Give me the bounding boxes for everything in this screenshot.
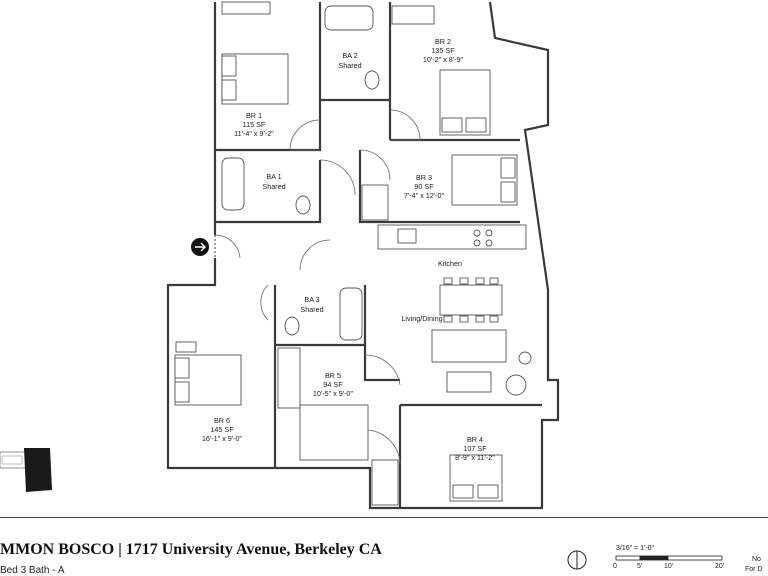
kitchen-label: Kitchen [438, 259, 462, 268]
bed-br2 [439, 69, 491, 136]
room-labels: BR 1 115 SF 11'-4" x 9'-2" BR 2 135 SF 1… [202, 37, 495, 462]
closets [175, 1, 435, 506]
unit-type: Bed 3 Bath - A [0, 565, 65, 576]
bathtub-ba3 [339, 287, 363, 341]
footer-divider [0, 517, 768, 518]
project-title: MMON BOSCO | 1717 University Avenue, Ber… [0, 541, 382, 558]
br4-area: 107 SF [463, 444, 487, 453]
ba1-sub: Shared [262, 182, 285, 191]
coffee-table [446, 371, 492, 393]
kitchen-counter [377, 224, 527, 250]
bathtub-ba2 [324, 5, 374, 31]
key-plan-icon [0, 448, 52, 492]
toilet-ba1 [295, 195, 311, 215]
br6-dims: 16'-1" x 9'-0" [202, 434, 243, 443]
br1-dims: 11'-4" x 9'-2" [234, 129, 274, 138]
br1-name: BR 1 [246, 111, 262, 120]
lounge-chair [505, 374, 527, 396]
toilet-ba2 [364, 70, 380, 90]
note-line-1: No [752, 556, 761, 563]
br2-area: 135 SF [431, 46, 455, 55]
entry-arrow-icon [191, 235, 216, 258]
scale-bar [615, 555, 723, 561]
br5-dims: 10'-5" x 9'-0" [313, 389, 354, 398]
bed-br4 [449, 454, 503, 502]
br5-name: BR 5 [325, 371, 341, 380]
scale-tick-5: 5' [637, 563, 643, 570]
br6-area: 145 SF [210, 425, 234, 434]
ba2-name: BA 2 [342, 51, 357, 60]
br3-dims: 7'-4" x 12'-0" [404, 191, 445, 200]
north-arrow-icon [567, 550, 587, 570]
br3-name: BR 3 [416, 173, 432, 182]
ba1-name: BA 1 [266, 172, 281, 181]
br6-name: BR 6 [214, 416, 230, 425]
dining-table [439, 277, 503, 323]
br3-area: 90 SF [414, 182, 434, 191]
scale-tick-10: 10' [664, 563, 674, 570]
bed-br1 [221, 53, 289, 105]
note-line-2: For D [745, 566, 763, 573]
bed-br5 [299, 404, 369, 461]
br5-area: 94 SF [323, 380, 343, 389]
toilet-ba3 [284, 316, 300, 336]
br2-name: BR 2 [435, 37, 451, 46]
bed-br6 [174, 354, 242, 406]
scale-tick-20: 20' [715, 563, 725, 570]
plant [518, 351, 532, 365]
sofa [431, 329, 507, 363]
bed-br3 [451, 154, 518, 206]
scale-label: 3/16" = 1'-0" [616, 545, 655, 552]
br4-name: BR 4 [467, 435, 483, 444]
interior-walls [215, 2, 542, 508]
scale-tick-0: 0 [613, 563, 617, 570]
living-dining-label: Living/Dining [401, 314, 442, 323]
door-swings [214, 109, 421, 466]
br4-dims: 8'-9" x 11'-2" [455, 453, 495, 462]
ba3-sub: Shared [300, 305, 323, 314]
exterior-walls [166, 1, 560, 510]
ba3-name: BA 3 [304, 295, 319, 304]
bathtub-ba1 [221, 157, 245, 211]
br1-area: 115 SF [243, 120, 266, 129]
ba2-sub: Shared [338, 61, 361, 70]
br2-dims: 10'-2" x 8'-9" [423, 55, 464, 64]
